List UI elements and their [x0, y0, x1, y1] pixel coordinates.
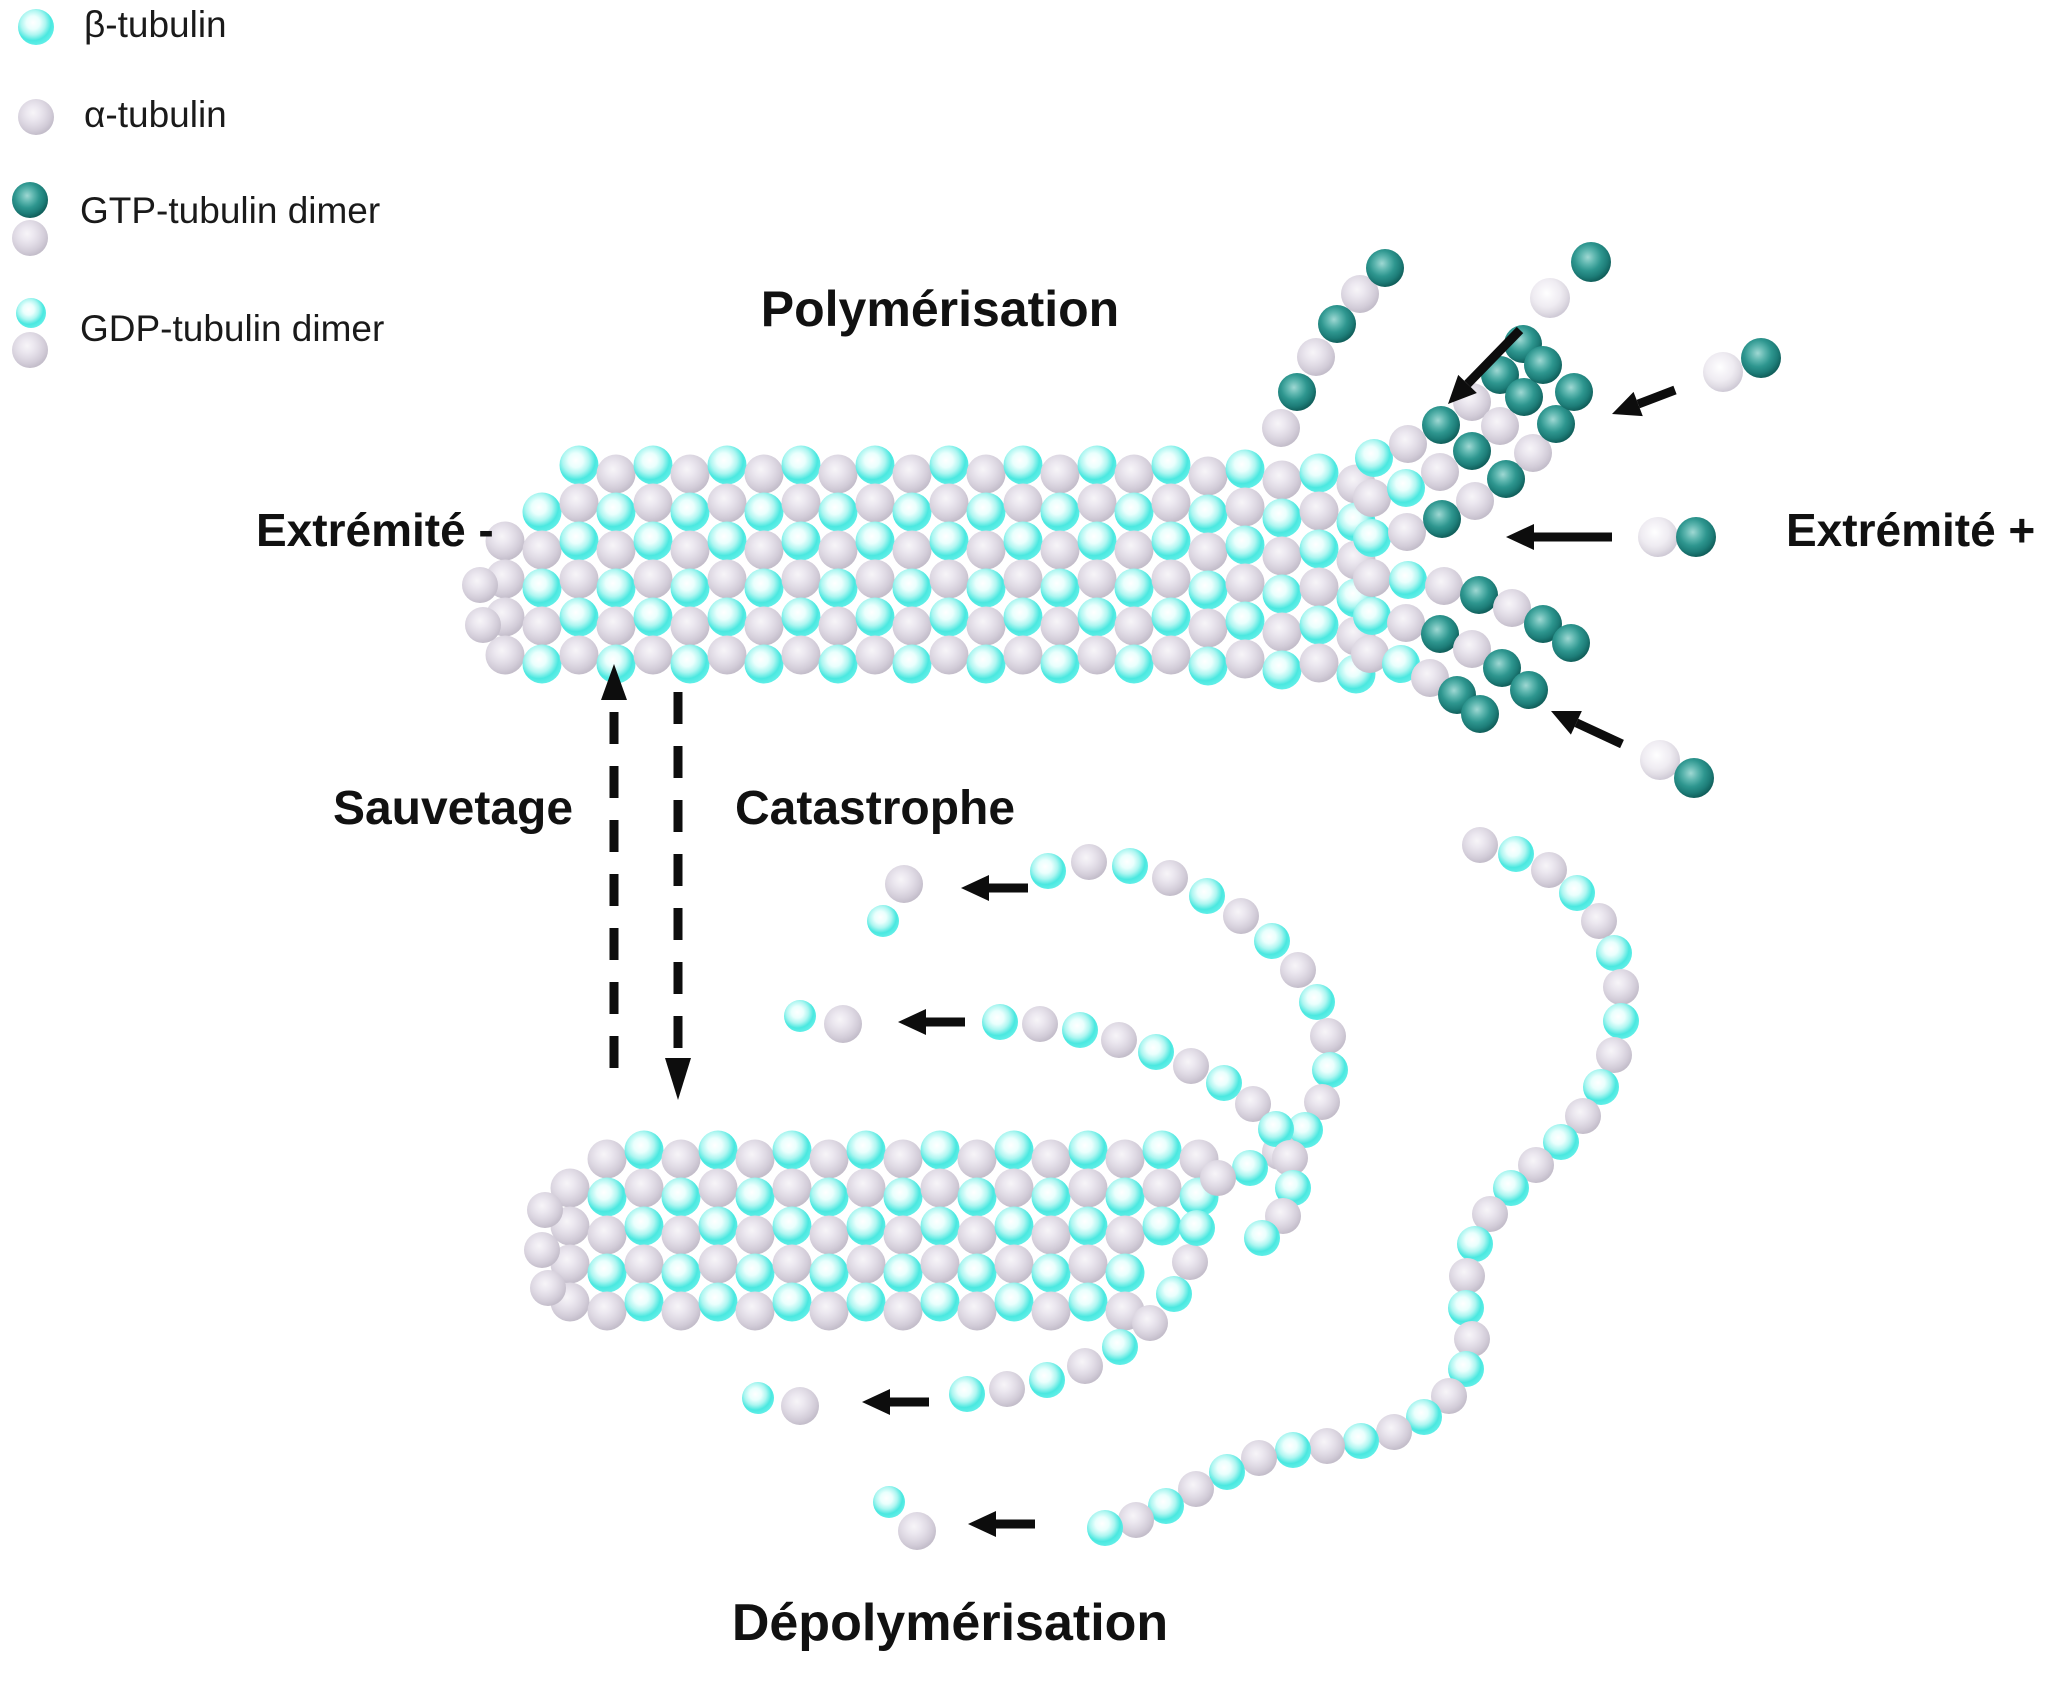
title-depolymerisation: Dépolymérisation [731, 1594, 1169, 1652]
gtp-dimer-swatch-bottom [12, 220, 48, 256]
gdp-dimer-swatch-bottom [12, 332, 48, 368]
legend-label-alpha-tubulin: α-tubulin [84, 94, 227, 135]
title-polymerisation: Polymérisation [760, 281, 1120, 337]
rescue-catastrophe-arrows [601, 664, 691, 1100]
polymerisation-arrows [1448, 326, 1677, 749]
legend-label-gdp-dimer: GDP-tubulin dimer [80, 308, 385, 349]
upper-microtubule [462, 445, 1376, 694]
upper-flare-protofilaments [1262, 249, 1593, 733]
gtp-dimer-swatch-top [12, 182, 48, 218]
legend-label-beta-tubulin: β-tubulin [84, 4, 227, 45]
depolymerisation-arrows [862, 875, 1035, 1537]
legend-label-gtp-dimer: GTP-tubulin dimer [80, 190, 381, 231]
beta-tubulin-swatch [18, 9, 54, 45]
label-sauvetage: Sauvetage [332, 782, 574, 835]
gdp-dimer-swatch-top [16, 298, 46, 328]
lower-microtubule [524, 1130, 1219, 1331]
label-plus-end: Extrémité + [1786, 504, 2036, 556]
curling-protofilaments [949, 827, 1639, 1546]
label-catastrophe: Catastrophe [734, 782, 1016, 835]
alpha-tubulin-swatch [18, 99, 54, 135]
free-gtp-dimers [1530, 242, 1781, 798]
free-gdp-dimers [742, 865, 936, 1550]
label-minus-end: Extrémité - [256, 504, 494, 556]
legend-swatches [12, 9, 54, 368]
